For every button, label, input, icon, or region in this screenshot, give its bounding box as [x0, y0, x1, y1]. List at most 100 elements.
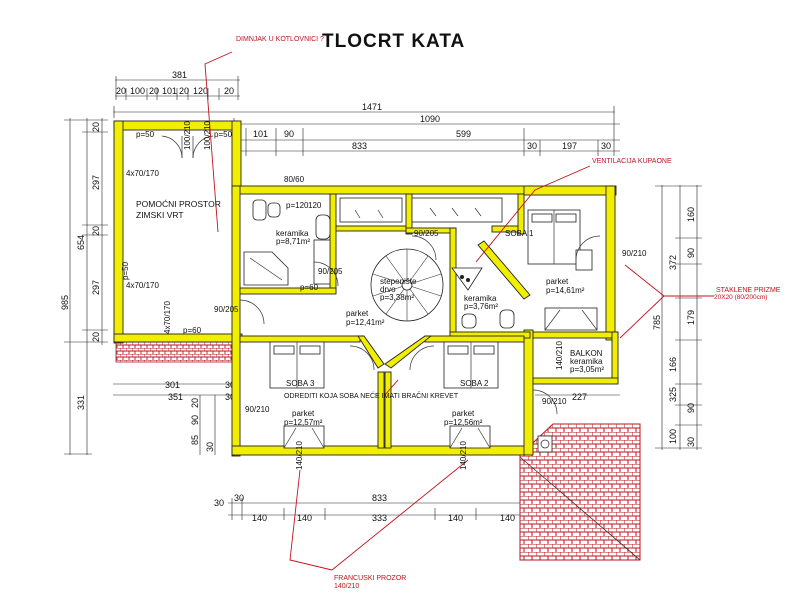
stair-name: stepenište	[380, 277, 417, 286]
window-p50-b: p=50	[214, 130, 233, 139]
dim-30-i3: 30	[205, 442, 215, 452]
window-140-210-c: 140/210	[555, 341, 564, 370]
dim-20-c: 20	[91, 332, 101, 342]
dim-331: 331	[76, 395, 86, 410]
window-4x70-b: 4x70/170	[126, 281, 159, 290]
door-labels: 90/205 90/205 90/205 90/210 90/210 90/21…	[121, 121, 647, 470]
page-title: TLOCRT KATA	[322, 31, 465, 52]
door-90-205-a: 90/205	[214, 305, 239, 314]
dim-227: 227	[572, 392, 587, 402]
french-window-size: 140/210	[334, 583, 359, 590]
dim-325: 325	[668, 387, 678, 402]
dim-140-b1: 140	[252, 513, 267, 523]
dim-297-a: 297	[91, 175, 101, 190]
dim-20-b: 20	[91, 122, 101, 132]
wc-area: p=3,76m²	[464, 302, 498, 311]
walls	[113, 120, 619, 457]
door-90-210-a: 90/210	[622, 249, 647, 258]
dim-85-i: 85	[190, 435, 200, 445]
dim-30-b1: 30	[234, 493, 244, 503]
soba2-name: SOBA 2	[460, 379, 489, 388]
door-90-205-b: 90/205	[318, 267, 343, 276]
door-90-210-c: 90/210	[542, 397, 567, 406]
dim-90-r: 90	[686, 248, 696, 258]
dim-30-top-b: 30	[601, 141, 611, 151]
dim-140-b2: 140	[297, 513, 312, 523]
balcony-name: BALKON	[570, 349, 603, 358]
dim-1090: 1090	[420, 114, 440, 124]
soba1-floor: parket	[546, 277, 569, 286]
window-4x70-a: 4x70/170	[126, 169, 159, 178]
bath-floor: keramika	[276, 229, 309, 238]
left-dimensions: 985 654 331 297 20 297 20 20	[60, 122, 101, 410]
door-100-210-b: 100/210	[203, 121, 212, 150]
balcony-area: p=3,05m²	[570, 365, 604, 374]
dim-166: 166	[668, 357, 678, 372]
dim-90-i: 90	[190, 415, 200, 425]
dim-20-a: 20	[91, 226, 101, 236]
dim-top-6: 120	[193, 86, 208, 96]
dim-351: 351	[168, 392, 183, 402]
dim-833-b: 833	[372, 493, 387, 503]
dim-30-i2: 30	[225, 392, 235, 402]
dim-140-b3: 140	[448, 513, 463, 523]
dim-top-4: 101	[162, 86, 177, 96]
glass-note-title: STAKLENE PRIZME	[716, 287, 781, 294]
dim-top-2: 100	[130, 86, 145, 96]
balcony-floor: keramika	[570, 357, 603, 366]
window-p60: p=60	[300, 283, 319, 292]
soba3-floor: parket	[292, 409, 315, 418]
dim-985: 985	[60, 295, 70, 310]
dim-160: 160	[686, 207, 696, 222]
dim-top-7: 20	[224, 86, 234, 96]
soba2-area: p=12,56m²	[444, 418, 483, 427]
dim-100: 100	[668, 429, 678, 444]
dim-120-label: 120	[308, 201, 322, 210]
window-140-210-a: 140/210	[295, 441, 304, 470]
dim-179: 179	[686, 310, 696, 325]
soba1-area: p=14,61m²	[546, 286, 585, 295]
aux-room-name-2: ZIMSKI VRT	[136, 210, 184, 220]
dim-301: 301	[165, 380, 180, 390]
dim-30-top: 30	[527, 141, 537, 151]
wc-floor: keramika	[464, 294, 497, 303]
dim-90: 90	[284, 129, 294, 139]
dim-372: 372	[668, 255, 678, 270]
beds-note: ODREDITI KOJA SOBA NEĆE IMATI BRAČNI KRE…	[284, 391, 459, 400]
soba1-name: SOBA 1	[505, 229, 534, 238]
dimension-lines	[64, 76, 702, 520]
bath-area: p=8,71m²	[276, 237, 310, 246]
door-100-210-a: 100/210	[183, 121, 192, 150]
bath-p-label: p=120	[286, 201, 309, 210]
dim-top-3: 20	[149, 86, 159, 96]
dim-381: 381	[172, 70, 187, 80]
right-dimensions: 785 160 372 90 179 166 325 90 100 30	[652, 207, 696, 447]
hall-floor: parket	[346, 309, 369, 318]
dim-333-b: 333	[372, 513, 387, 523]
dim-833: 833	[352, 141, 367, 151]
dim-90-r2: 90	[686, 403, 696, 413]
door-90-210-b: 90/210	[245, 405, 270, 414]
window-140-210-b: 140/210	[459, 441, 468, 470]
soba3-area: p=12,57m²	[284, 418, 323, 427]
dim-30-i1: 30	[225, 380, 235, 390]
dim-297-b: 297	[91, 280, 101, 295]
stair-area: p=3,38m²	[380, 293, 414, 302]
glass-note-size: 20X20 (80/200cm)	[714, 294, 767, 301]
dim-785: 785	[652, 315, 662, 330]
dim-20-i: 20	[190, 398, 200, 408]
window-p50-a: p=50	[136, 130, 155, 139]
dim-top-1: 20	[116, 86, 126, 96]
chimney-note: DIMNJAK U KOTLOVNICI ?	[236, 36, 324, 43]
hall-area: p=12,41m²	[346, 318, 385, 327]
annotations: DIMNJAK U KOTLOVNICI ? VENTILACIJA KUPAO…	[236, 36, 781, 590]
aux-room-name: POMOĆNI PROSTOR	[136, 199, 221, 209]
dim-101: 101	[253, 129, 268, 139]
soba3-name: SOBA 3	[286, 379, 315, 388]
dim-654: 654	[76, 235, 86, 250]
window-p50-c: p=50	[121, 261, 130, 280]
vent-note: VENTILACIJA KUPAONE	[592, 158, 672, 165]
dim-140-b4: 140	[500, 513, 515, 523]
aux-p-label: p=60	[183, 326, 202, 335]
